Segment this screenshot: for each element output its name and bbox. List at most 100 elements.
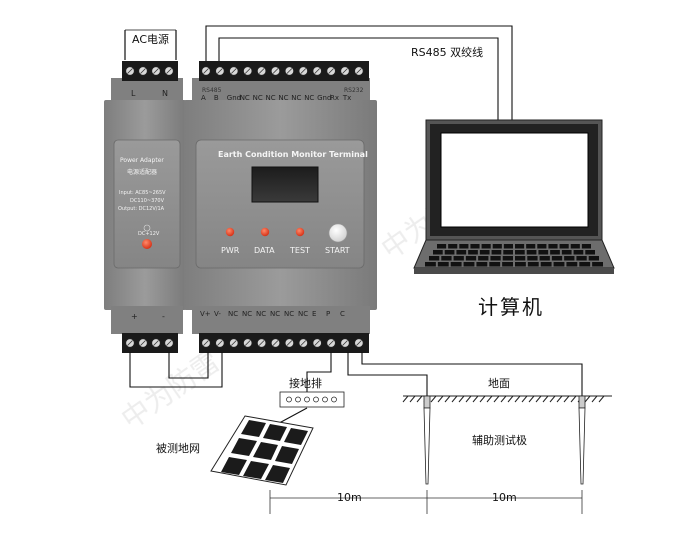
earth-wires [269, 352, 583, 429]
keyboard-key [559, 244, 569, 249]
terminal-label-n: N [162, 89, 168, 98]
top-terminal-label-11: Tx [342, 94, 352, 102]
rs485-cable-label: RS485 双绞线 [411, 46, 484, 59]
keyboard-key [448, 244, 458, 249]
bottom-terminal-label-5: NC [270, 310, 281, 318]
ground-grid [210, 415, 314, 486]
keyboard-key [551, 256, 563, 261]
keyboard-key [453, 256, 464, 261]
keyboard-key [515, 244, 525, 249]
keyboard-key [425, 262, 436, 267]
keyboard-key [465, 256, 477, 261]
terminal-screw-slot [314, 68, 320, 74]
rs232-tag: RS232 [344, 87, 364, 94]
rs485-cable [205, 25, 513, 130]
pwr-label: PWR [221, 246, 240, 255]
bottom-terminal-label-8: E [312, 310, 317, 318]
keyboard-key [433, 250, 443, 255]
keyboard-key [456, 250, 467, 255]
terminal-screw-slot [166, 68, 172, 74]
terminal-screw-slot [356, 68, 362, 74]
ground-grid-label: 被测地网 [156, 442, 200, 455]
adapter-title-cn: 电源适配器 [127, 169, 158, 176]
keyboard-key [527, 262, 539, 267]
terminal-label-l: L [131, 89, 136, 98]
keyboard-key [538, 250, 549, 255]
dimension-lines [269, 490, 583, 514]
keyboard-key [468, 250, 478, 255]
terminal-screw-slot [286, 340, 293, 346]
computer-label: 计算机 [478, 295, 544, 319]
keyboard-key [592, 262, 603, 267]
keyboard-key [527, 256, 538, 261]
keyboard-key [491, 250, 502, 255]
distance-label-2: 10m [492, 491, 517, 504]
keyboard-key [429, 256, 440, 261]
top-terminal-label-3: NC [239, 94, 250, 102]
aux-electrode-label: 辅助测试极 [472, 434, 527, 447]
terminal-screw-slot [231, 68, 237, 74]
keyboard-key [478, 256, 489, 261]
keyboard-key [548, 244, 558, 249]
terminal-screw-slot [140, 340, 146, 346]
top-terminal-label-9: Gnd [317, 94, 332, 102]
adapter-title-en: Power Adapter [120, 157, 164, 164]
keyboard-key [581, 244, 591, 249]
top-terminal-label-1: B [213, 94, 219, 102]
terminal-screw-slot [272, 340, 279, 346]
bottom-terminal-label-6: NC [284, 310, 295, 318]
monitor-title: Earth Condition Monitor Terminal [218, 150, 368, 159]
keyboard-key [588, 256, 599, 261]
keyboard-key [437, 262, 449, 267]
terminal-screw-slot [127, 340, 133, 346]
ground-bar [279, 391, 345, 408]
terminal-screw-slot [166, 340, 172, 346]
top-terminal-label-10: Rx [330, 94, 340, 102]
keyboard-key [537, 244, 547, 249]
bottom-terminal-label-3: NC [242, 310, 253, 318]
data-led [260, 227, 270, 237]
keyboard-key [515, 256, 526, 261]
ground-surface-label: 地面 [488, 377, 510, 390]
keyboard-key [503, 250, 513, 255]
keyboard-key [561, 250, 572, 255]
top-terminal-label-0: A [201, 94, 206, 102]
keyboard-key [515, 250, 525, 255]
pwr-led [225, 227, 235, 237]
keyboard-key [564, 256, 575, 261]
keyboard-key [526, 244, 536, 249]
keyboard-key [553, 262, 565, 267]
keyboard-key [450, 262, 462, 267]
top-terminal-label-8: NC [304, 94, 315, 102]
terminal-screw-slot [328, 68, 334, 74]
keyboard-key [441, 256, 452, 261]
bottom-terminal-label-10: C [340, 310, 345, 318]
terminal-label-minus: - [162, 312, 165, 321]
terminal-screw-slot [300, 340, 307, 346]
power-link-wires [129, 352, 223, 388]
top-terminal-label-2: Gnd [226, 94, 242, 102]
rs485-tag: RS485 [202, 87, 222, 94]
terminal-screw-slot [314, 340, 320, 346]
bottom-terminal-label-0: V+ [200, 310, 211, 318]
terminal-screw-slot [244, 340, 251, 346]
terminal-screw-slot [356, 340, 362, 346]
terminal-label-plus: + [131, 312, 138, 321]
terminal-screw-slot [203, 340, 209, 346]
ground-bar-label: 接地排 [289, 377, 322, 390]
power-adapter-led [142, 239, 152, 249]
keyboard-key [585, 250, 595, 255]
electrodes [423, 395, 586, 485]
top-terminal-label-7: NC [291, 94, 302, 102]
power-adapter [104, 61, 186, 353]
keyboard-key [503, 244, 513, 249]
top-terminal-label-6: NC [278, 94, 289, 102]
ac-power-wires [124, 29, 177, 60]
terminal-screw-slot [217, 68, 223, 74]
terminal-screw-slot [140, 68, 146, 74]
bottom-terminal-label-1: V- [214, 310, 221, 318]
keyboard-key [573, 250, 584, 255]
keyboard-key [490, 256, 501, 261]
keyboard-key [570, 244, 580, 249]
